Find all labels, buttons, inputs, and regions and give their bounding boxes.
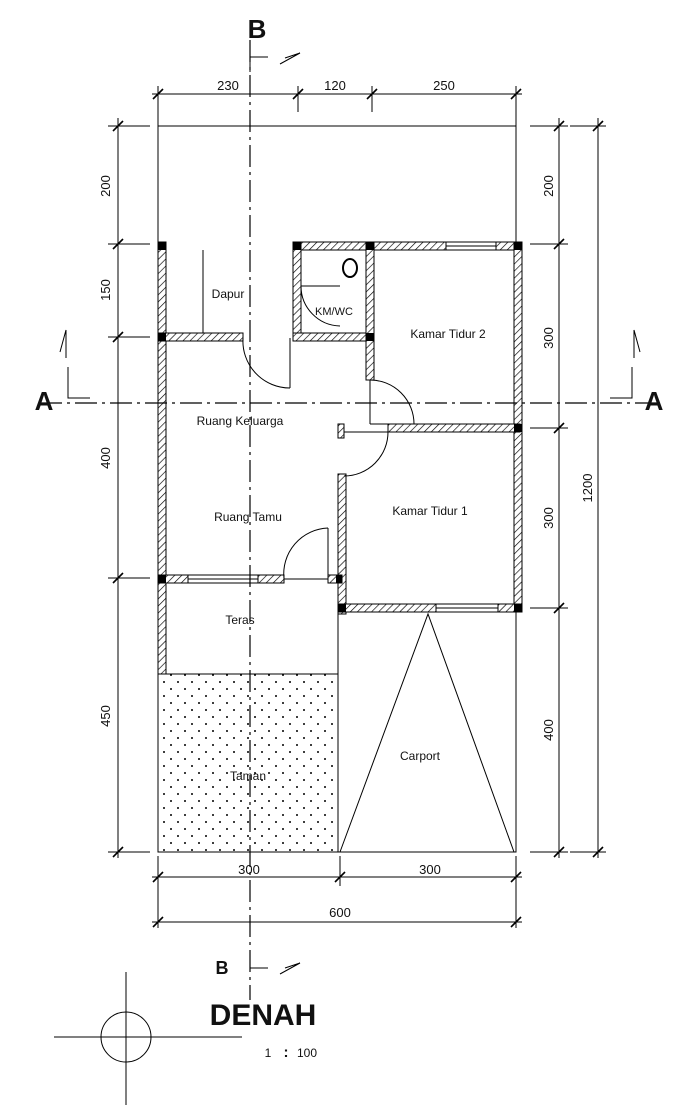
doors [242,285,415,580]
carport-outline [339,612,515,853]
title-block: DENAH 1 : 100 [54,972,317,1105]
plan-title: DENAH [210,999,317,1032]
north-symbol [54,972,242,1105]
room-label-kamar-tidur-1: Kamar Tidur 1 [392,504,468,518]
room-labels: Dapur KM/WC Kamar Tidur 2 Ruang Keluarga… [197,287,486,783]
dimension-labels: 230 120 250 200 150 400 450 200 300 300 … [98,78,595,920]
dim-left-400: 400 [98,447,113,469]
taman-garden-fill [157,673,339,853]
dim-top-230: 230 [217,78,239,93]
room-label-carport: Carport [400,749,441,763]
dim-left-200: 200 [98,175,113,197]
dim-total-width: 600 [329,905,351,920]
dimension-lines [108,86,606,928]
scale-numerator: 1 [265,1046,272,1060]
dim-top-250: 250 [433,78,455,93]
dim-top-120: 120 [324,78,346,93]
dim-right-300-top: 300 [541,327,556,349]
windows [187,241,499,613]
site-boundary [157,125,517,853]
section-marker-a-right: A [645,386,664,416]
section-axes [40,40,660,1000]
dim-bottom-300-right: 300 [419,862,441,877]
room-label-teras: Teras [225,613,254,627]
room-label-kmwc: KM/WC [315,306,353,318]
toilet-fixture [342,258,358,278]
room-label-kamar-tidur-2: Kamar Tidur 2 [410,327,486,341]
dim-left-450: 450 [98,705,113,727]
room-label-taman: Taman [230,769,266,783]
dim-right-200: 200 [541,175,556,197]
scale-denominator: 100 [297,1046,317,1060]
room-label-ruang-tamu: Ruang Tamu [214,510,282,524]
room-label-dapur: Dapur [212,287,245,301]
dim-left-150: 150 [98,279,113,301]
dim-right-400: 400 [541,719,556,741]
dim-total-height: 1200 [580,474,595,503]
room-label-ruang-keluarga: Ruang Keluarga [197,414,284,428]
section-marker-a-left: A [35,386,54,416]
section-marker-b-bottom: B [216,958,229,978]
section-markers: B A A B [35,14,664,978]
dim-right-300-mid: 300 [541,507,556,529]
scale-separator: : [284,1044,289,1061]
section-marker-b-top: B [248,14,267,44]
dim-bottom-300-left: 300 [238,862,260,877]
wall-corners [158,242,522,612]
